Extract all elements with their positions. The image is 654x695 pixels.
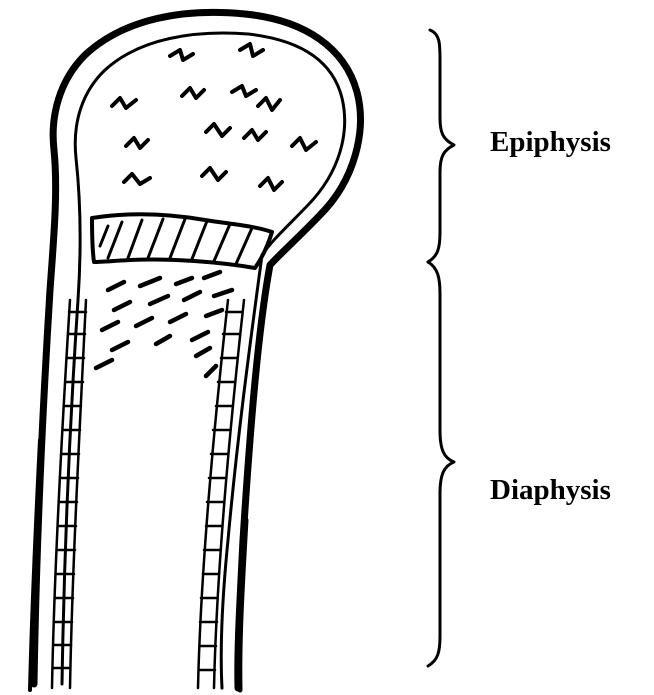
diaphysis-label: Diaphysis xyxy=(490,476,611,505)
diaphysis-brace xyxy=(428,262,454,666)
cortical-bone-left xyxy=(52,300,86,688)
spongy-bone-epiphysis xyxy=(112,44,316,190)
trabecular-dashes xyxy=(96,272,232,376)
epiphysis-label: Epiphysis xyxy=(490,128,611,157)
epiphyseal-plate xyxy=(92,214,272,268)
epiphysis-brace xyxy=(428,30,454,262)
